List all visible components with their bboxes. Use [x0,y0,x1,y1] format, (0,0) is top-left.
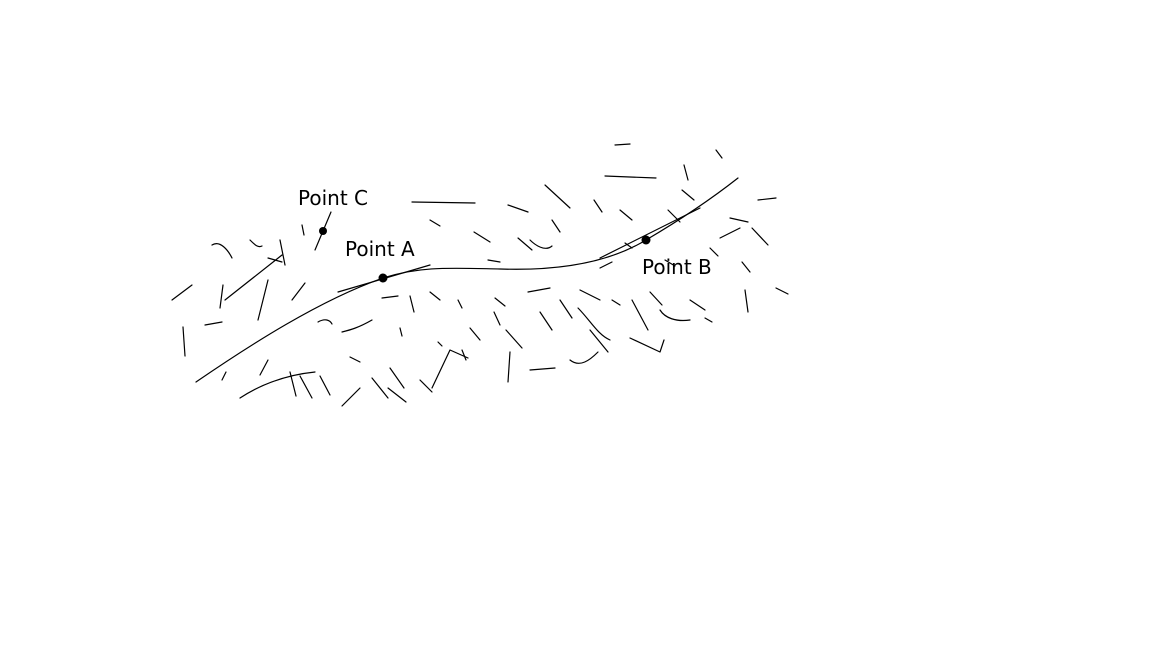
hatch-stroke [604,175,657,179]
point-b-marker [641,235,651,245]
hatch-stroke [319,375,331,396]
hatch-stroke [291,282,306,301]
hatch-stroke [624,242,633,249]
hatch-stroke [729,217,749,223]
hatch-stroke [659,309,691,322]
hatch-stroke [599,261,613,269]
hatch-stroke [741,261,751,273]
hatch-stroke [301,224,305,236]
hatch-stroke [341,319,373,333]
hatch-stroke [387,387,407,403]
hatch-stroke [473,231,491,243]
hatch-stroke [719,227,741,239]
hatch-stroke [709,247,719,257]
point-b-label: Point B [642,255,712,279]
terrain-hatching [171,143,789,407]
hatch-stroke [517,237,533,251]
hatch-stroke [715,149,723,159]
hatch-stroke [437,341,443,347]
main-curve [195,177,739,383]
hatch-stroke [279,239,286,266]
hatch-stroke [507,204,529,213]
hatch-stroke [619,209,633,221]
point-a-marker [378,273,388,283]
hatch-stroke [267,257,283,263]
hatch-stroke [529,367,556,371]
hatch-stroke [289,371,297,397]
hatch-stroke [257,279,269,321]
hatch-stroke [457,299,463,309]
hatch-stroke [411,201,476,204]
hatch-stroke [381,295,399,299]
hatch-stroke [614,143,631,146]
hatch-stroke [689,299,706,311]
hatch-stroke [751,227,769,246]
hatch-stroke [182,326,186,357]
tangent-line-b [599,207,701,259]
hatch-stroke [349,356,361,363]
hatch-stroke [389,367,405,389]
hatch-stroke [204,321,223,326]
hatch-stroke [494,297,506,307]
hatch-stroke [704,317,713,323]
hatch-stroke [544,184,571,209]
hatch-stroke [775,287,789,295]
hatch-stroke [507,351,511,383]
hatch-stroke [579,289,601,301]
hatch-stroke [551,219,561,233]
hatch-stroke [539,311,553,331]
hatch-stroke [249,239,263,248]
hatch-stroke [461,349,467,361]
hatch-stroke [429,291,441,301]
hatch-stroke [664,259,676,267]
point-c-label: Point C [298,186,368,210]
hatch-stroke [611,299,621,306]
hatch-stroke [649,291,663,306]
hatch-stroke [629,337,665,353]
point-a-label: Point A [345,237,415,261]
hatch-stroke [487,259,501,263]
hatch-stroke [221,371,227,381]
hatch-stroke [493,311,501,326]
hatch-stroke [469,327,481,341]
hatch-stroke [505,329,523,349]
hatch-stroke [631,299,649,331]
hatch-stroke [431,349,469,389]
hatch-stroke [559,299,573,319]
hatch-stroke [259,359,269,376]
hatch-stroke [529,239,553,249]
hatch-stroke [419,379,433,393]
hatch-stroke [757,197,777,201]
hatch-stroke [239,371,316,399]
hatch-stroke [224,254,283,301]
hatch-stroke [429,219,441,227]
hatch-stroke [399,327,403,337]
hatch-stroke [681,189,695,201]
hatch-stroke [527,287,551,293]
hatch-stroke [317,319,333,325]
hatch-stroke [171,284,193,301]
hatch-stroke [219,284,224,309]
hatch-stroke [211,243,233,259]
hatch-stroke [683,164,689,181]
hatch-stroke [744,289,749,313]
hatch-stroke [589,329,609,353]
hatch-stroke [569,351,599,364]
hatch-stroke [371,377,389,399]
hatch-stroke [409,295,415,313]
hatch-stroke [577,307,611,341]
point-c-marker [319,227,327,235]
hatch-stroke [299,375,313,399]
hatch-stroke [341,387,361,407]
hatch-stroke [593,199,603,213]
